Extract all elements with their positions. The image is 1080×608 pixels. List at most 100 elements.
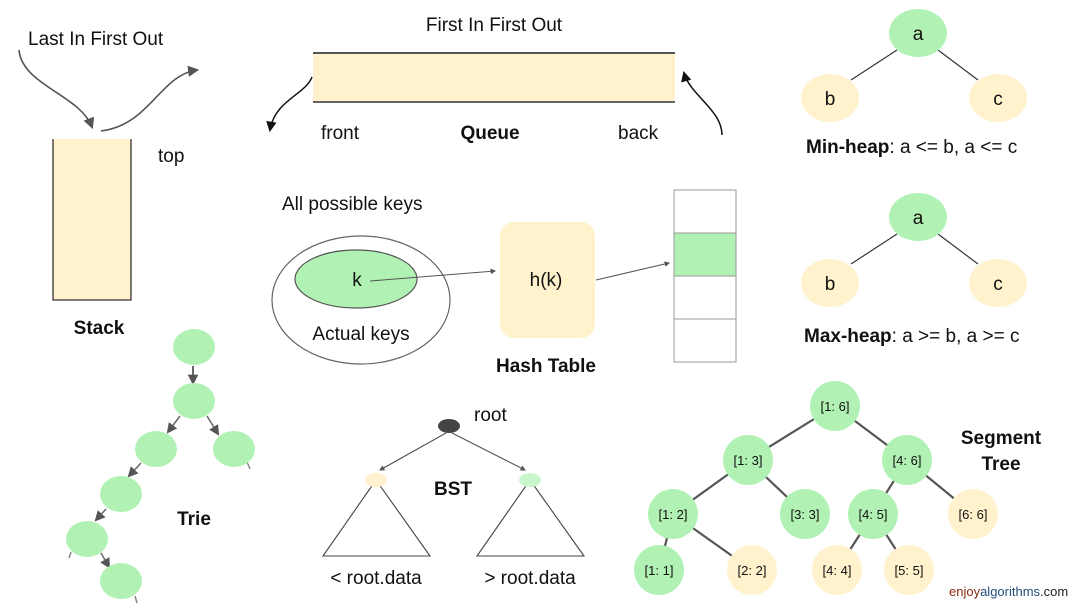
queue-container <box>313 53 675 102</box>
queue-front-label: front <box>321 123 360 144</box>
watermark-com: .com <box>1040 584 1068 599</box>
bst-root-label: root <box>474 405 507 426</box>
segment-tree-node: [4: 6] <box>882 435 932 485</box>
segment-tree-node-label: [4: 4] <box>823 563 852 578</box>
min-heap-node <box>969 74 1027 122</box>
max-heap-node <box>969 259 1027 307</box>
max-heap-node <box>801 259 859 307</box>
actual-keys-set <box>294 249 418 309</box>
trie-node <box>66 521 108 557</box>
segment-tree-node-label: [4: 6] <box>893 453 922 468</box>
max-heap-rule: : a >= b, a >= c <box>892 326 1020 347</box>
trie-edge <box>206 415 220 436</box>
segment-tree-node-circle <box>723 435 773 485</box>
segment-tree-node: [4: 5] <box>848 489 898 539</box>
trie-title: Trie <box>177 509 211 530</box>
trie-edge <box>166 415 181 434</box>
segment-tree-node: [2: 2] <box>727 545 777 595</box>
hash-to-bucket-arrow-icon <box>595 261 671 281</box>
segment-tree-node-circle <box>882 435 932 485</box>
hash-outer-label: All possible keys <box>282 194 422 215</box>
watermark-algorithms: algorithms <box>980 584 1040 599</box>
trie-node <box>100 563 142 599</box>
segment-tree-node: [4: 4] <box>812 545 862 595</box>
key-to-hash-arrow-icon <box>369 268 497 282</box>
segment-tree-node-label: [1: 6] <box>821 399 850 414</box>
min-heap-edge <box>937 49 979 81</box>
trie-edge <box>100 552 111 569</box>
segment-tree-node: [1: 6] <box>810 381 860 431</box>
bucket-slot <box>673 318 737 363</box>
segment-tree-section: [1: 6][1: 3][4: 6][1: 2][3: 3][4: 5][6: … <box>634 381 1042 595</box>
trie-node <box>213 431 255 467</box>
segment-tree-node-label: [5: 5] <box>895 563 924 578</box>
queue-section: First In First Out front Queue back <box>266 15 723 144</box>
min-heap-node-label: a <box>913 24 924 45</box>
min-heap-title: Min-heap <box>806 137 889 158</box>
hash-inner-label: Actual keys <box>312 324 409 345</box>
hash-key-label: k <box>352 270 362 291</box>
segment-tree-node-label: [2: 2] <box>738 563 767 578</box>
max-heap-node-label: c <box>993 274 1003 295</box>
trie-edge <box>94 508 107 522</box>
stack-section: Last In First Out top Stack <box>18 29 200 339</box>
bst-right-subtree <box>475 479 586 557</box>
trie-node <box>135 431 177 467</box>
stack-caption: Last In First Out <box>28 29 164 50</box>
pop-arrow-icon <box>100 65 200 132</box>
queue-back-label: back <box>618 123 659 144</box>
min-heap-caption: Min-heap: a <= b, a <= c <box>806 137 1017 158</box>
bucket-array <box>673 189 737 363</box>
stack-top-label: top <box>158 146 184 167</box>
segment-tree-title-line2: Tree <box>981 454 1020 475</box>
segment-tree-node-circle <box>634 545 684 595</box>
bst-left-child-node <box>365 473 387 487</box>
segment-tree-node-circle <box>848 489 898 539</box>
segment-tree-node-circle <box>780 489 830 539</box>
segment-tree-node: [6: 6] <box>948 489 998 539</box>
segment-tree-node: [5: 5] <box>884 545 934 595</box>
dequeue-arrow-icon <box>266 76 313 133</box>
max-heap-caption: Max-heap: a >= b, a >= c <box>804 326 1019 347</box>
max-heap-node-label: a <box>913 208 924 229</box>
segment-tree-node-circle <box>727 545 777 595</box>
bst-section: root BST < root.data > root.data <box>321 405 586 589</box>
min-heap-edge <box>850 49 898 81</box>
segment-tree-node: [3: 3] <box>780 489 830 539</box>
max-heap-section: a b c Max-heap: a >= b, a >= c <box>801 193 1027 347</box>
segment-tree-node-circle <box>648 489 698 539</box>
max-heap-edge <box>850 233 898 265</box>
trie-edge <box>68 551 72 559</box>
segment-tree-node-circle <box>948 489 998 539</box>
max-heap-node-label: b <box>825 274 836 295</box>
bst-right-edge <box>451 432 526 471</box>
segment-tree-node: [1: 2] <box>648 489 698 539</box>
watermark: enjoyalgorithms.com <box>949 584 1068 599</box>
bst-left-edge <box>379 432 447 471</box>
bst-left-subtree <box>321 479 432 557</box>
trie-node <box>173 383 215 419</box>
hash-table-section: All possible keys k Actual keys h(k) Has… <box>271 189 737 377</box>
min-heap-section: a b c Min-heap: a <= b, a <= c <box>801 9 1027 158</box>
queue-caption: First In First Out <box>426 15 563 36</box>
min-heap-node <box>801 74 859 122</box>
segment-tree-node-label: [3: 3] <box>791 507 820 522</box>
bst-title: BST <box>434 479 472 500</box>
hash-function-label: h(k) <box>530 270 563 291</box>
bst-root-node <box>438 419 460 433</box>
min-heap-rule: : a <= b, a <= c <box>889 137 1017 158</box>
segment-tree-node-circle <box>884 545 934 595</box>
trie-node <box>173 329 215 365</box>
trie-edge <box>134 595 138 604</box>
bucket-slot <box>673 189 737 234</box>
segment-tree-node-circle <box>812 545 862 595</box>
queue-title: Queue <box>460 123 519 144</box>
stack-title: Stack <box>74 318 125 339</box>
hash-table-title: Hash Table <box>496 356 596 377</box>
bucket-slot-highlighted <box>673 232 737 277</box>
max-heap-node <box>889 193 947 241</box>
bst-right-child-node <box>519 473 541 487</box>
max-heap-edge <box>937 233 979 265</box>
hash-function-box <box>500 222 595 338</box>
